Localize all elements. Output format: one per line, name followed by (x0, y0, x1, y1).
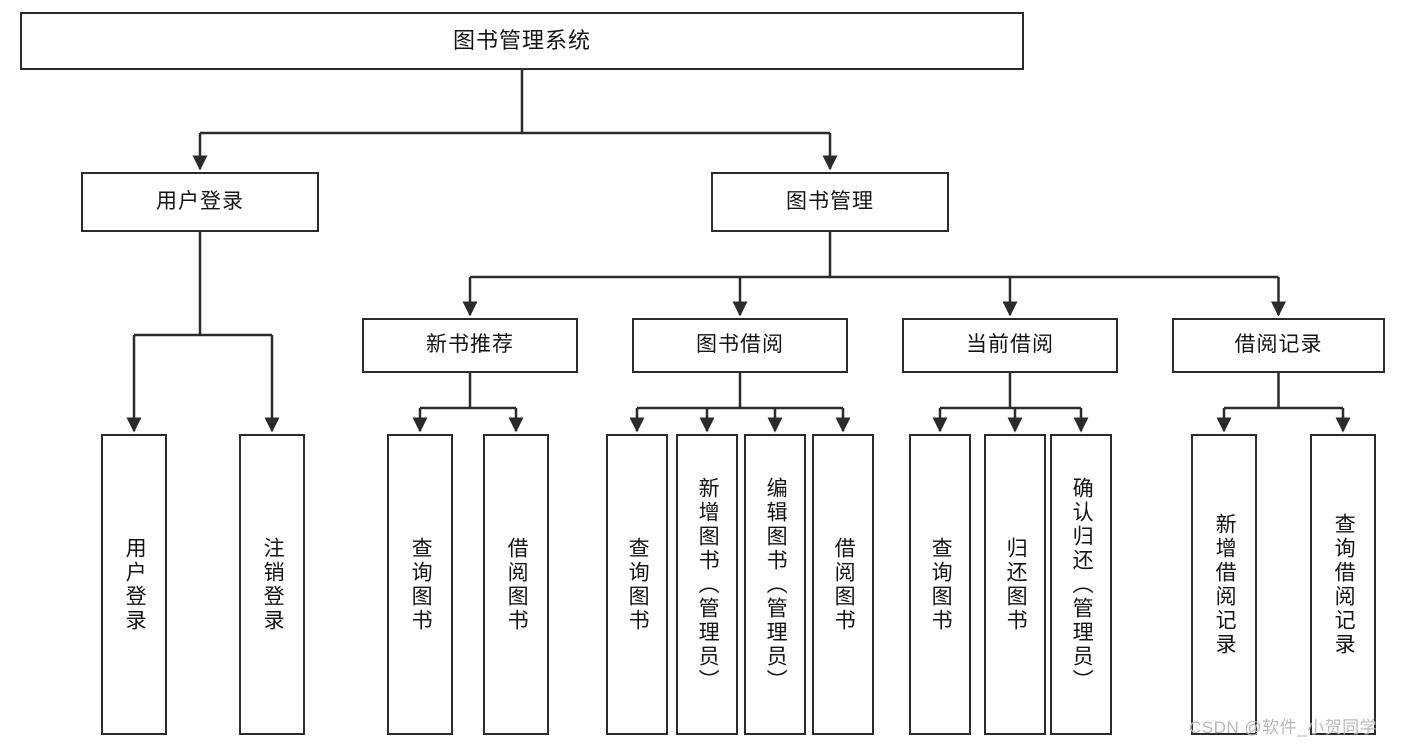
node-label: 查询借阅记录 (1332, 512, 1356, 657)
node-label: 图书管理系统 (452, 28, 591, 54)
node-leaf-edit-book[interactable]: 编辑图书（管理员） (744, 434, 806, 735)
node-label: 当前借阅 (966, 333, 1054, 357)
watermark-credit: CSDN @软件_小贺同学 (1189, 718, 1378, 737)
node-leaf-user-logout[interactable]: 注销登录 (239, 434, 305, 735)
node-new-book-recommend[interactable]: 新书推荐 (362, 318, 578, 373)
node-label: 查询图书 (409, 536, 433, 633)
node-book-manage[interactable]: 图书管理 (711, 172, 949, 232)
node-leaf-query-book-3[interactable]: 查询图书 (909, 434, 971, 735)
node-label: 借阅记录 (1234, 333, 1323, 357)
node-label: 新书推荐 (426, 333, 514, 357)
node-label: 归还图书 (1004, 536, 1028, 633)
node-leaf-borrow-book-2[interactable]: 借阅图书 (812, 434, 874, 735)
node-current-borrow[interactable]: 当前借阅 (902, 318, 1118, 373)
node-leaf-query-borrow-record[interactable]: 查询借阅记录 (1310, 434, 1376, 735)
node-label: 查询图书 (626, 536, 650, 633)
node-leaf-query-book-2[interactable]: 查询图书 (606, 434, 668, 735)
node-leaf-user-login[interactable]: 用户登录 (101, 434, 167, 735)
node-label: 用户登录 (156, 189, 244, 213)
node-label: 借阅图书 (832, 536, 856, 633)
node-label: 注销登录 (261, 536, 285, 633)
node-label: 图书借阅 (696, 333, 784, 357)
node-leaf-query-book-1[interactable]: 查询图书 (387, 434, 453, 735)
node-borrow-record[interactable]: 借阅记录 (1172, 318, 1385, 373)
node-label: 新增借阅记录 (1213, 512, 1237, 657)
node-label: 借阅图书 (505, 536, 529, 633)
node-user-login[interactable]: 用户登录 (81, 172, 319, 232)
node-label: 查询图书 (929, 536, 953, 633)
node-label: 用户登录 (123, 536, 147, 633)
node-label: 确认归还（管理员） (1070, 476, 1094, 693)
node-label: 图书管理 (786, 189, 874, 213)
node-label: 编辑图书（管理员） (764, 476, 788, 693)
node-leaf-add-book[interactable]: 新增图书（管理员） (676, 434, 738, 735)
node-root[interactable]: 图书管理系统 (20, 12, 1024, 70)
node-leaf-return-book[interactable]: 归还图书 (984, 434, 1046, 735)
node-leaf-confirm-return[interactable]: 确认归还（管理员） (1050, 434, 1112, 735)
node-leaf-add-borrow-record[interactable]: 新增借阅记录 (1191, 434, 1257, 735)
node-leaf-borrow-book-1[interactable]: 借阅图书 (483, 434, 549, 735)
node-label: 新增图书（管理员） (696, 476, 720, 693)
node-book-borrow[interactable]: 图书借阅 (632, 318, 848, 373)
